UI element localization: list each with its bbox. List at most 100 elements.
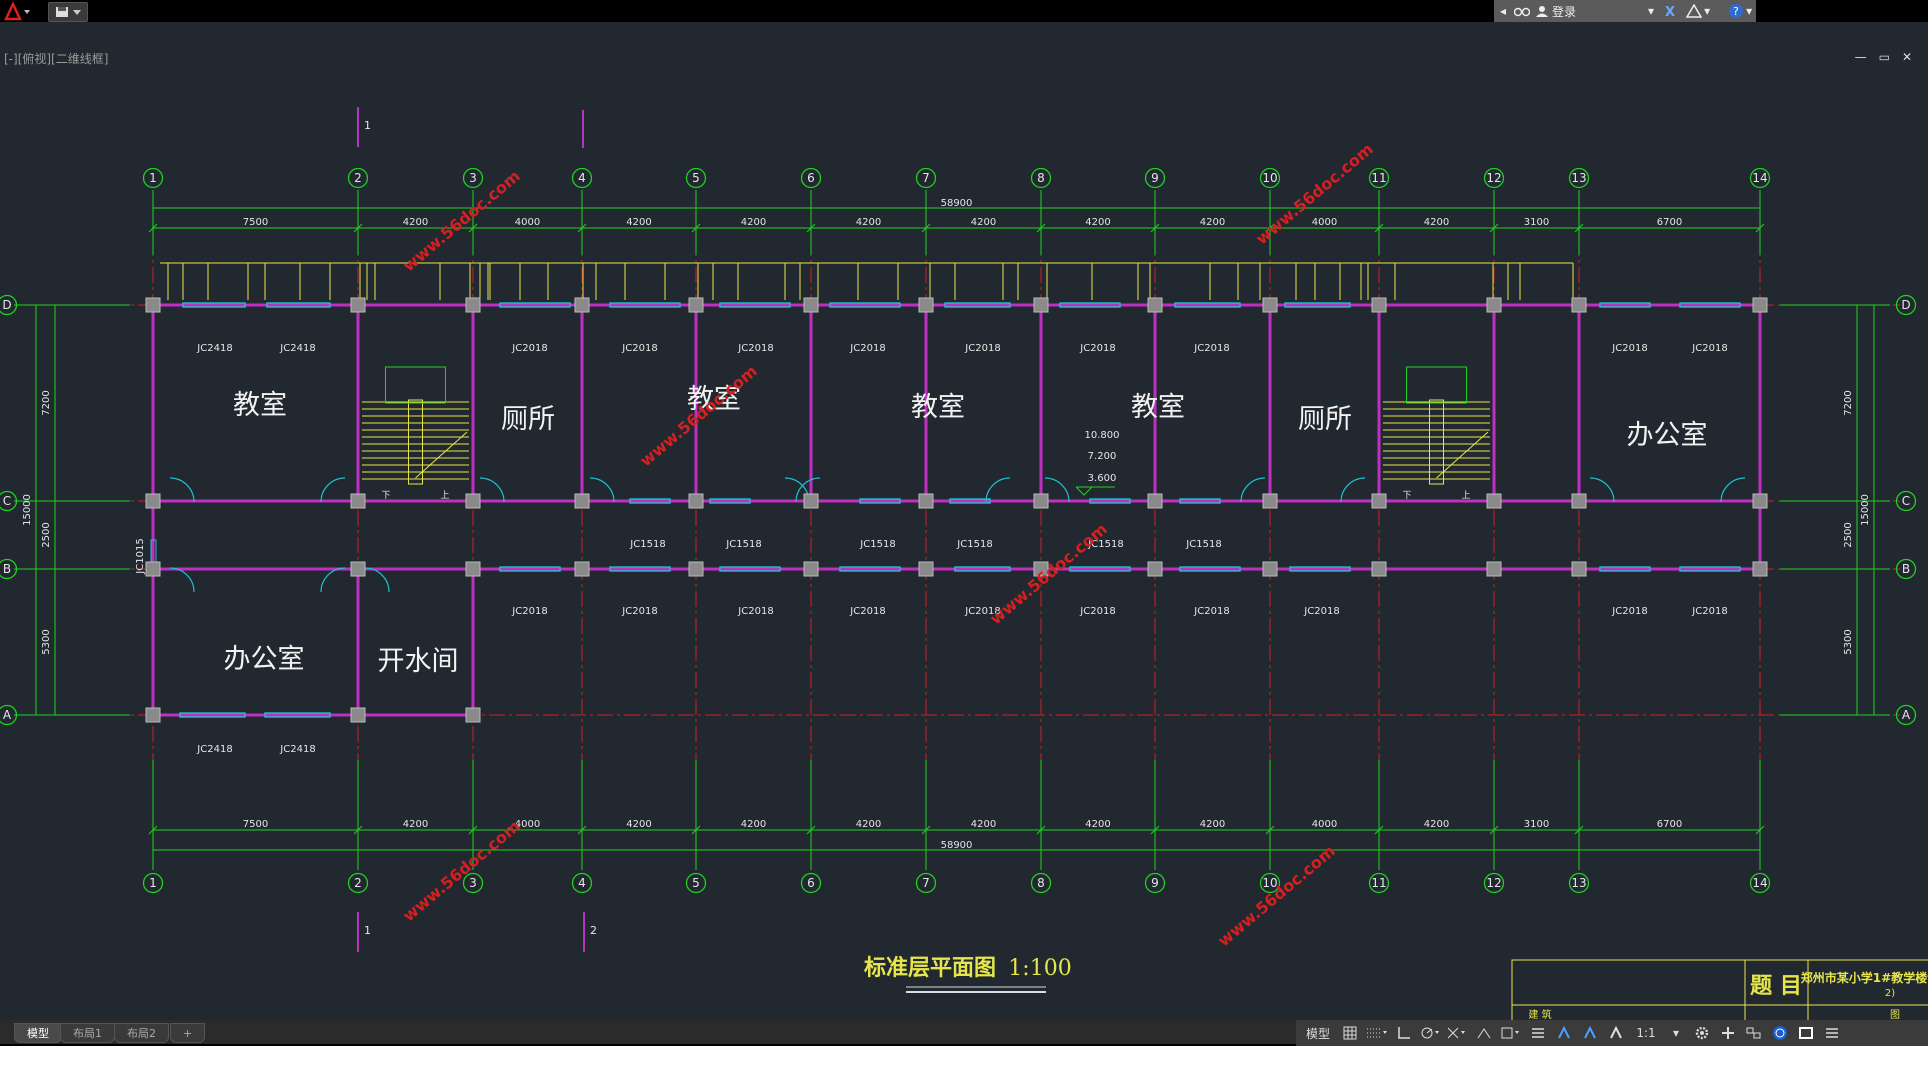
chevron-down-icon[interactable]: ▾ (1746, 4, 1753, 18)
tab-layout1[interactable]: 布局1 (60, 1023, 115, 1043)
dimension-span-tick (1150, 223, 1160, 233)
dimension-span-tick (1374, 825, 1384, 835)
chevron-down-icon[interactable]: ▾ (1648, 4, 1655, 18)
dimension-span-label: 4200 (1085, 819, 1110, 830)
title-block-label: 题 目 (1750, 973, 1802, 999)
help-icon[interactable]: ? (1728, 3, 1744, 19)
dimension-span-label: 4200 (741, 217, 766, 228)
dimension-span-tick (1755, 825, 1765, 835)
minimize-icon[interactable]: — (1854, 50, 1867, 64)
window-opening (266, 302, 331, 308)
window-tag: JC1518 (956, 539, 992, 550)
chevron-down-icon[interactable]: ▾ (1672, 1026, 1680, 1040)
properties-icon[interactable] (1528, 1023, 1548, 1043)
tab-layout2[interactable]: 布局2 (114, 1023, 169, 1043)
grid-bubble-label: 6 (807, 171, 815, 185)
lineweight-icon[interactable] (1474, 1023, 1494, 1043)
exchange-apps-icon[interactable]: X (1664, 4, 1680, 18)
add-layout-button[interactable]: + (170, 1023, 206, 1043)
chevron-left-icon[interactable]: ◂ (1500, 4, 1507, 18)
model-space-button[interactable]: 模型 (1305, 1026, 1330, 1041)
window-tag: JC2418 (196, 343, 232, 354)
window-opening (954, 566, 1011, 572)
grid-bubble (1749, 872, 1771, 894)
dimension-span-tick (1265, 825, 1275, 835)
dimension-span-label: 4000 (515, 217, 540, 228)
dimension-span-tick (1755, 223, 1765, 233)
column (574, 297, 590, 313)
column (918, 493, 934, 509)
dimension-span-label: 4200 (741, 819, 766, 830)
isolate-objects-icon[interactable] (1744, 1023, 1764, 1043)
grid-bubble (1368, 167, 1390, 189)
room-label: 办公室 (224, 644, 305, 675)
window-opening (944, 302, 1011, 308)
column (1752, 493, 1768, 509)
stair-landing (1406, 366, 1467, 404)
binoculars-icon[interactable] (1514, 5, 1531, 17)
column (1571, 561, 1587, 577)
grid-bubble (571, 872, 593, 894)
viewport-controls[interactable]: [-][俯视][二维线框] (4, 52, 109, 66)
selection-cycling-icon[interactable] (1500, 1023, 1522, 1043)
grid-bubble-label: 5 (692, 171, 700, 185)
application-menu-button[interactable] (0, 0, 34, 22)
close-icon[interactable]: ✕ (1901, 50, 1912, 64)
svg-text:X: X (1665, 5, 1675, 18)
autodesk-a360-icon[interactable] (1686, 4, 1703, 18)
window-opening (629, 498, 671, 504)
dimension-span-label: 4000 (515, 819, 540, 830)
dimension-side-label: 5300 (1843, 629, 1854, 654)
column (1571, 493, 1587, 509)
grid-bubble-label: 8 (1037, 876, 1045, 890)
dimension-span-label: 4200 (1200, 819, 1225, 830)
window-opening (499, 302, 571, 308)
object-snap-tracking-icon[interactable] (1446, 1023, 1468, 1043)
door-swing (1340, 477, 1366, 503)
dimension-span-label: 4200 (856, 819, 881, 830)
snap-icon[interactable] (1366, 1023, 1388, 1043)
customization-icon[interactable] (1822, 1023, 1842, 1043)
user-icon[interactable] (1536, 5, 1549, 17)
grid-bubble (1895, 704, 1917, 726)
ortho-icon[interactable] (1394, 1023, 1414, 1043)
window-opening (1069, 566, 1131, 572)
grid-bubble-label: 4 (578, 171, 586, 185)
column (574, 561, 590, 577)
chevron-down-icon[interactable]: ▾ (1704, 4, 1711, 18)
quick-access-toolbar[interactable] (48, 2, 88, 22)
window-tag: JC1518 (859, 539, 895, 550)
annotation-scale-icon[interactable] (1606, 1023, 1626, 1043)
dimension-span-tick (148, 825, 158, 835)
clean-screen-icon[interactable] (1796, 1023, 1816, 1043)
login-link[interactable]: 登录 (1552, 4, 1577, 19)
grid-icon[interactable] (1340, 1023, 1360, 1043)
grid-bubble (1144, 167, 1166, 189)
hardware-acceleration-icon[interactable] (1770, 1023, 1790, 1043)
polar-tracking-icon[interactable] (1420, 1023, 1440, 1043)
gear-icon[interactable] (1692, 1023, 1712, 1043)
annotation-scale-value[interactable]: 1:1 (1636, 1026, 1656, 1040)
restore-icon[interactable]: ▭ (1878, 50, 1890, 64)
watermark: www.56doc.com (1214, 841, 1339, 950)
plus-icon[interactable] (1718, 1023, 1738, 1043)
room-label: 厕所 (501, 404, 555, 435)
dimension-span-label: 4200 (856, 217, 881, 228)
column (1371, 297, 1387, 313)
window-opening (1599, 302, 1651, 308)
window-tag: JC2018 (737, 606, 773, 617)
annotation-visibility-icon[interactable] (1554, 1023, 1574, 1043)
window-opening (839, 566, 901, 572)
column (1147, 561, 1163, 577)
column (1033, 297, 1049, 313)
window-tag: JC2018 (1691, 606, 1727, 617)
dimension-span-tick (1150, 825, 1160, 835)
grid-bubble (1895, 294, 1917, 316)
column (350, 493, 366, 509)
tab-model[interactable]: 模型 (14, 1023, 62, 1043)
window-tag: JC1518 (1185, 539, 1221, 550)
column (1486, 297, 1502, 313)
auto-scale-icon[interactable] (1580, 1023, 1600, 1043)
